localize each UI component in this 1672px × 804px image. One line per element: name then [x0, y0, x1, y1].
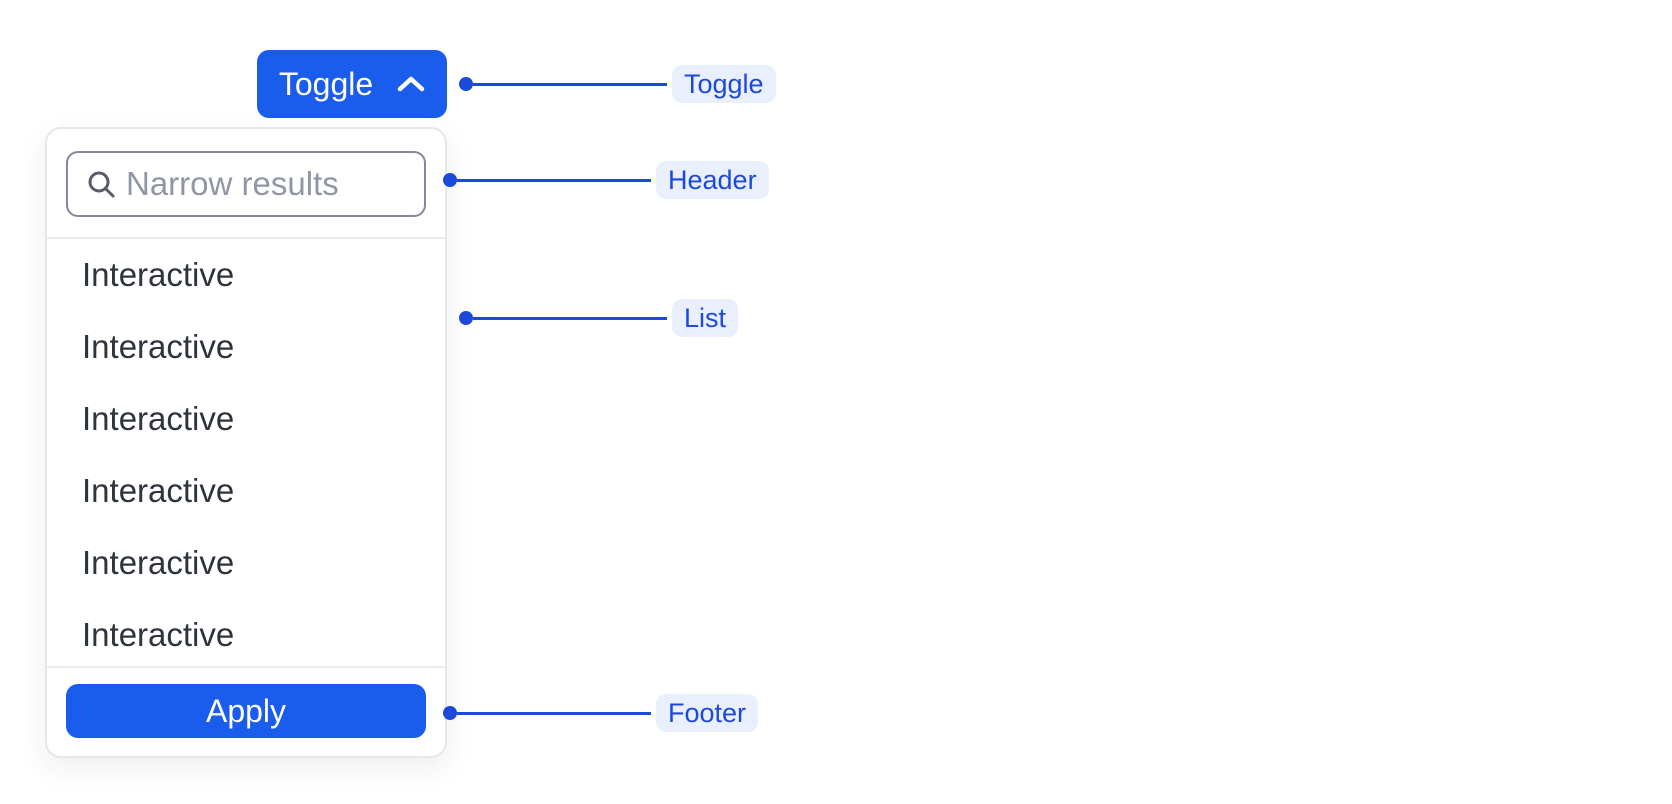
toggle-button[interactable]: Toggle — [257, 50, 447, 118]
callout-toggle: Toggle — [459, 65, 776, 103]
callout-dot — [459, 311, 473, 325]
callout-label-footer: Footer — [656, 694, 759, 732]
list-item[interactable]: Interactive — [82, 328, 235, 365]
search-input[interactable] — [68, 153, 424, 215]
callout-dot — [459, 77, 473, 91]
callout-footer: Footer — [443, 694, 759, 732]
callout-list: List — [459, 299, 739, 337]
search-icon — [86, 169, 116, 199]
dropdown-header — [47, 129, 445, 237]
dropdown-list: Interactive Interactive Interactive Inte… — [47, 239, 445, 666]
callout-line — [473, 316, 667, 320]
list-item[interactable]: Interactive — [82, 472, 235, 509]
list-item[interactable]: Interactive — [82, 544, 235, 581]
callout-dot — [443, 706, 457, 720]
callout-label-toggle: Toggle — [672, 65, 776, 103]
callout-line — [457, 178, 651, 182]
callout-header: Header — [443, 161, 769, 199]
dropdown-panel: Interactive Interactive Interactive Inte… — [45, 127, 447, 758]
list-item[interactable]: Interactive — [82, 400, 235, 437]
chevron-up-icon — [397, 75, 425, 93]
footer-divider — [47, 666, 445, 668]
list-item[interactable]: Interactive — [82, 616, 235, 653]
callout-line — [473, 82, 667, 86]
callout-dot — [443, 173, 457, 187]
callout-line — [457, 711, 651, 715]
apply-button[interactable]: Apply — [66, 684, 426, 738]
list-item[interactable]: Interactive — [82, 256, 235, 293]
toggle-button-label: Toggle — [278, 65, 374, 102]
header-divider — [47, 237, 445, 239]
callout-label-list: List — [672, 299, 739, 337]
callout-label-header: Header — [656, 161, 769, 199]
dropdown-footer: Apply — [47, 668, 445, 756]
search-box[interactable] — [66, 151, 426, 217]
